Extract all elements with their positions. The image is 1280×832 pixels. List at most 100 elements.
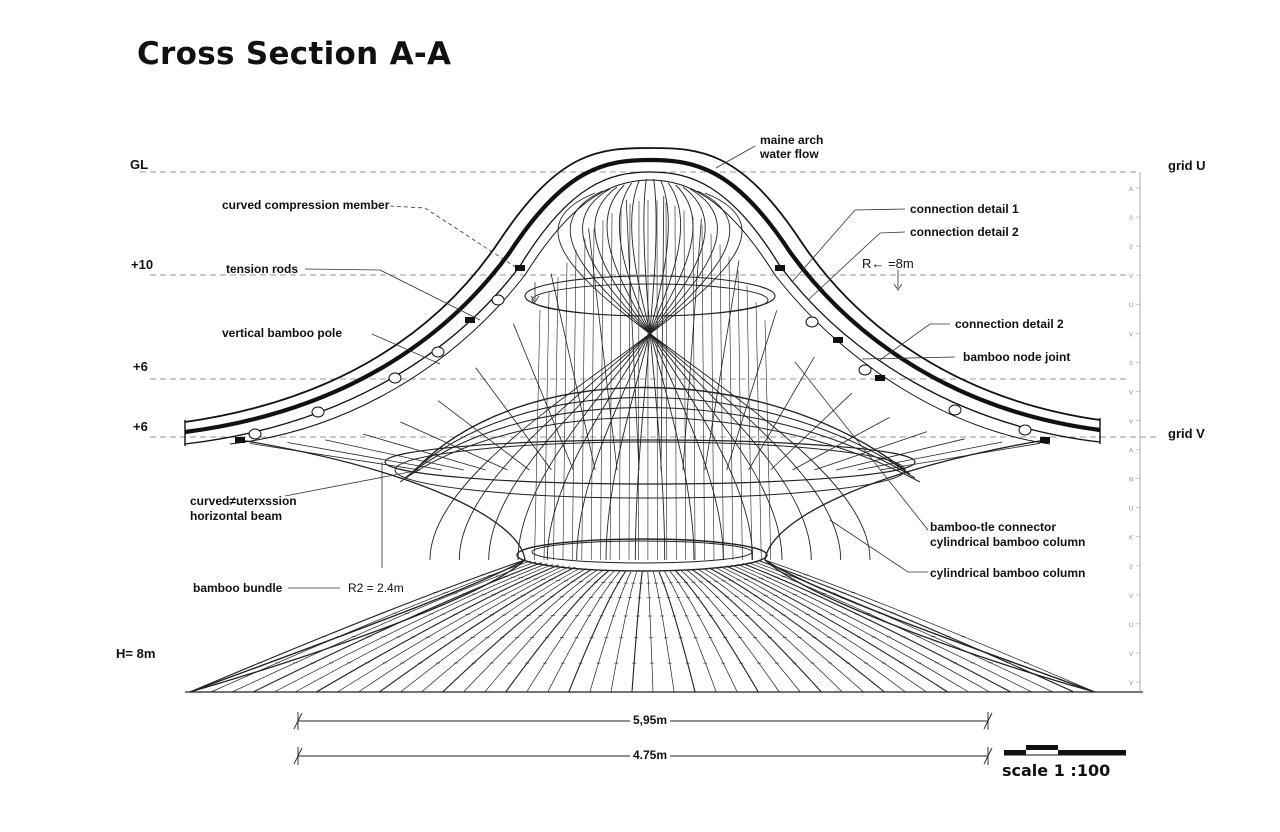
dome-rib	[517, 186, 706, 561]
main-arch-inner	[184, 171, 1101, 445]
leader-connection-1	[791, 208, 906, 283]
grid-tick-label: 0	[1129, 216, 1133, 222]
dome-strut	[858, 441, 1003, 471]
label-tie-connector: bamboo-tle connector	[930, 520, 1057, 534]
dome-rib	[488, 188, 718, 561]
grid-v-label: grid V	[1168, 426, 1205, 441]
arch-dark-joint	[775, 265, 785, 271]
grid-tick-label: A	[1129, 449, 1133, 455]
dome-rib	[594, 186, 783, 561]
grid-tick-label: V	[1129, 652, 1133, 658]
bamboo-column-stroke	[658, 571, 696, 693]
hourglass-waist	[189, 439, 1096, 693]
level-plus10: +10	[131, 257, 154, 272]
bamboo-column-stroke	[742, 562, 1012, 693]
label-tension-rods: tension rods	[226, 262, 299, 276]
vertical-bamboo-pole	[755, 302, 762, 561]
vertical-bamboo-pole	[581, 238, 586, 561]
label-vertical-pole: vertical bamboo pole	[222, 326, 343, 340]
level-plus6-lower: +6	[133, 419, 148, 434]
leader-lines	[284, 145, 956, 589]
bamboo-column-stroke	[714, 566, 906, 693]
grid-tick-label: 0	[1129, 245, 1133, 251]
grid-tick-label: U	[1129, 303, 1133, 309]
scale-label: scale 1 :100	[1002, 761, 1111, 780]
dimension-inner: 4.75m	[630, 748, 671, 763]
leader-node-joint	[861, 356, 956, 360]
main-arch-outer	[184, 147, 1101, 423]
level-height: H= 8m	[116, 646, 156, 661]
dome-strut	[625, 199, 640, 471]
dome-rib	[634, 178, 657, 561]
leader-tie-connector	[794, 361, 929, 531]
vertical-bamboo-pole	[764, 320, 772, 561]
label-node-joint: bamboo node joint	[963, 350, 1071, 364]
arch-node-joint	[805, 316, 819, 328]
bamboo-column-stroke	[725, 565, 948, 693]
dimension-outer: 5,95m	[630, 713, 671, 728]
vertical-bamboo-pole	[562, 262, 568, 561]
arch-node-joint	[311, 406, 325, 418]
vertical-bamboo-pole	[534, 309, 541, 561]
bamboo-column-stroke	[526, 570, 615, 693]
upper-ring	[524, 275, 776, 317]
grid-tick-label: K	[1129, 536, 1133, 542]
arch-dark-joint	[875, 375, 885, 381]
label-cylindrical-column: cylindrical bamboo column	[930, 566, 1086, 580]
grid-tick-label: V	[1129, 390, 1133, 396]
label-main-arch: maine arch	[760, 133, 824, 147]
dome-rib	[458, 190, 731, 561]
label-connection-2a: connection detail 2	[910, 225, 1019, 239]
bamboo-column-stroke	[681, 570, 780, 693]
grid-tick-label: V	[1129, 594, 1133, 600]
vertical-bamboo-pole	[683, 210, 687, 561]
dome-strut	[287, 442, 442, 471]
arch-dark-joint	[833, 337, 843, 343]
label-r2: R2 = 2.4m	[348, 581, 404, 595]
bamboo-column-stroke	[421, 568, 587, 693]
leader-vertical-pole	[371, 333, 441, 365]
bulge-beam-3	[404, 406, 916, 479]
arch-node-joint	[491, 294, 505, 306]
dome-strut	[704, 260, 740, 471]
label-horizontal-beam: horizontal beam	[190, 509, 283, 523]
grid-tick-label: V	[1129, 332, 1133, 338]
grid-tick-label: U	[1129, 623, 1133, 629]
grid-tick-label: V	[1129, 681, 1133, 687]
arch-node-joint	[388, 372, 402, 384]
waist-right-lower	[764, 559, 1096, 693]
vertical-bamboo-pole	[719, 244, 724, 561]
bamboo-column-stroke	[753, 561, 1054, 693]
dome-rib	[582, 188, 812, 561]
arch-dark-joint	[465, 317, 475, 323]
bamboo-column-stroke	[295, 563, 554, 693]
main-arch-underside	[229, 179, 1051, 445]
dome-rib	[569, 190, 842, 561]
main-arch	[184, 147, 1101, 446]
bamboo-column-stroke	[547, 571, 621, 693]
waist-right-upper	[764, 439, 1046, 561]
bamboo-column-stroke	[731, 564, 969, 693]
dome-rib	[619, 182, 724, 561]
dome-rib	[606, 184, 754, 561]
dome-rib	[631, 180, 695, 561]
dome-strut	[550, 273, 596, 471]
grid-tick-label: N	[1129, 478, 1133, 484]
scale-bar	[1004, 745, 1126, 756]
bulge-beam-2	[409, 396, 911, 475]
vertical-bamboo-pole	[746, 285, 753, 561]
arch-node-joint	[431, 346, 445, 358]
bamboo-fan-columns	[189, 559, 1096, 693]
dome-strut	[879, 442, 1041, 471]
dome-strut	[362, 433, 486, 471]
bamboo-column-stroke	[748, 562, 1033, 693]
vertical-bamboo-pole	[628, 203, 631, 561]
grid-tick-label: U	[1129, 507, 1133, 513]
dome-rib	[605, 180, 669, 561]
scale-bar-seg-2	[1026, 745, 1058, 750]
dome-strut	[660, 195, 665, 471]
label-tie-connector-column: cylindrical bamboo column	[930, 535, 1086, 549]
waist-ring-inner	[531, 540, 753, 564]
dome-strut	[325, 439, 464, 471]
